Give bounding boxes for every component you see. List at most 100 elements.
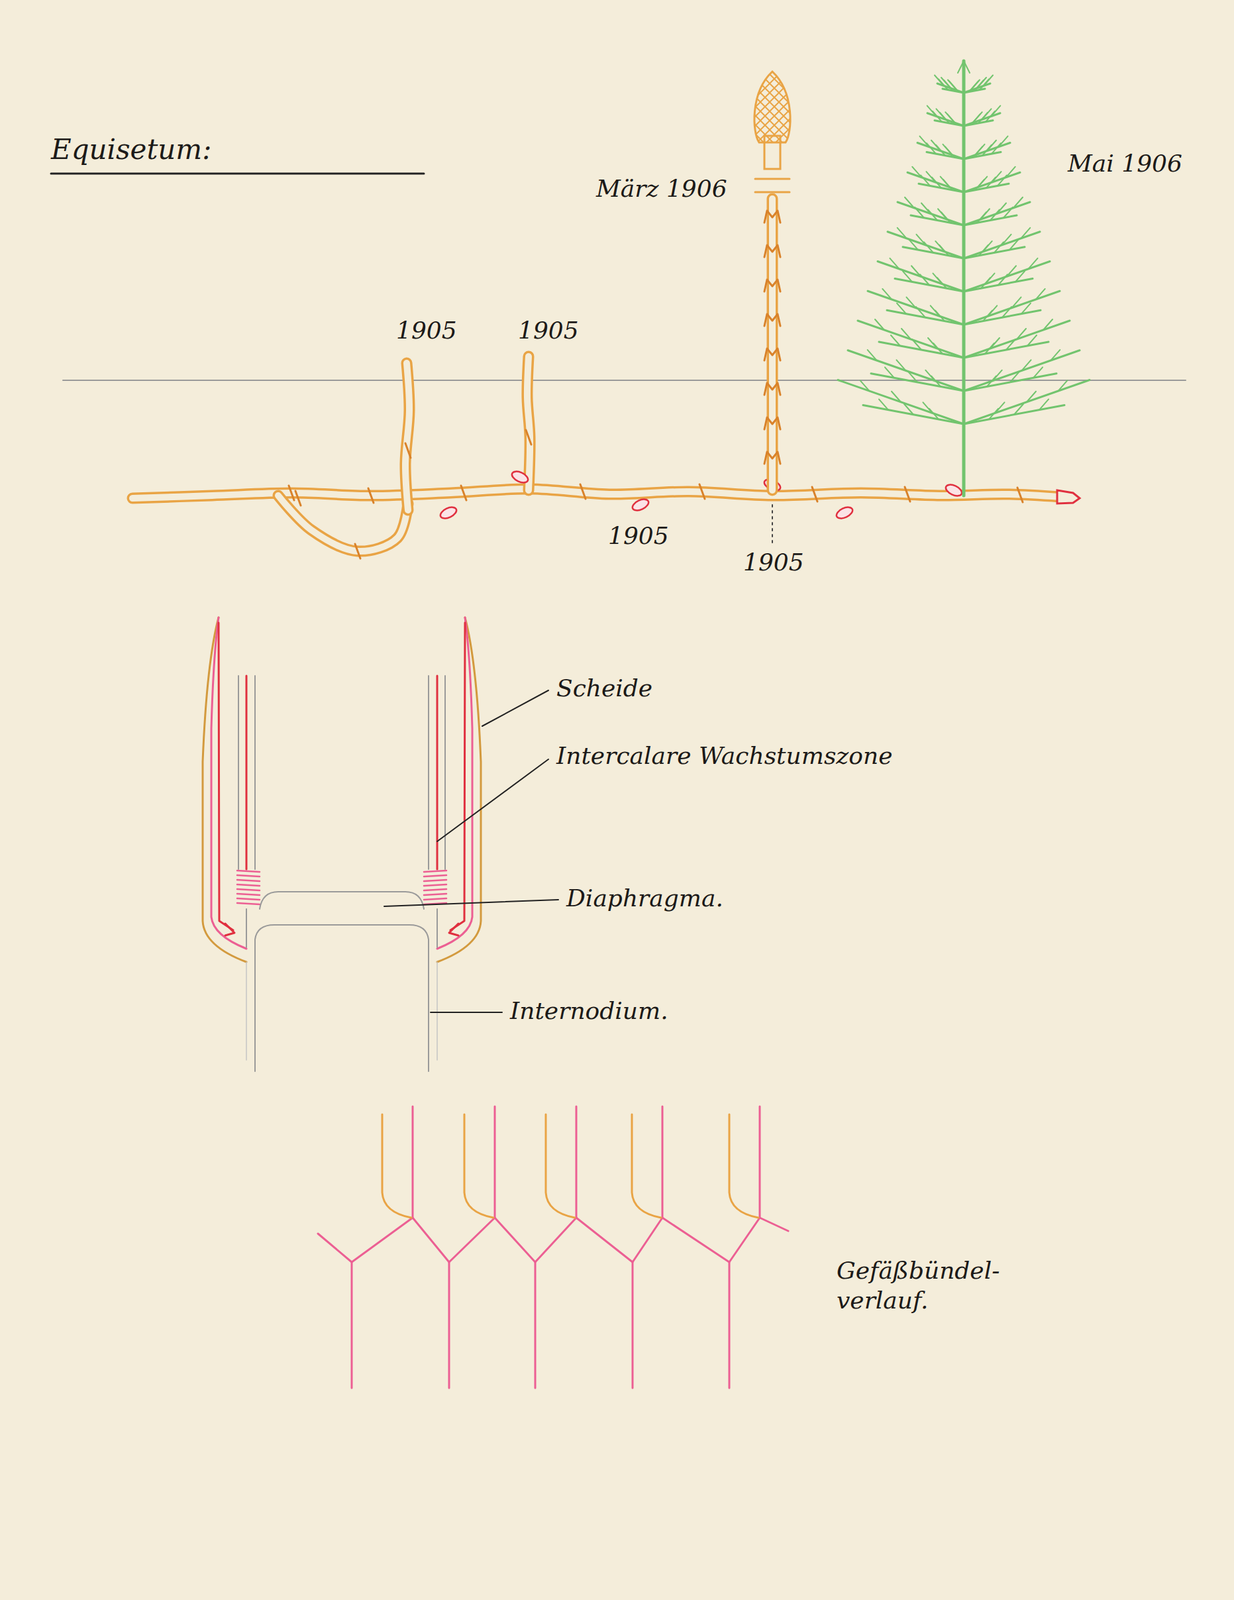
branchlet <box>1002 234 1012 246</box>
branchlet <box>901 328 911 340</box>
bundle-lower-pink <box>631 1261 634 1388</box>
branchlet <box>1022 359 1032 371</box>
rhizome-branch-loop <box>278 495 409 552</box>
branchlet <box>986 177 996 189</box>
branchlet <box>916 306 926 318</box>
branchlet <box>933 343 943 354</box>
sterile-shoot-branch <box>887 231 964 259</box>
branchlet <box>1027 335 1037 346</box>
intercalary-zone-hatch <box>237 888 260 891</box>
branchlet <box>1010 371 1020 383</box>
page-title: Equisetum: <box>51 132 212 168</box>
branchlet <box>943 80 954 91</box>
branchlet <box>914 207 925 218</box>
sterile-shoot-branch <box>963 231 1040 259</box>
leader-line <box>430 1011 503 1013</box>
bundle-upper-orange <box>729 1114 759 1218</box>
fertile-shoot-stem-core <box>769 198 776 491</box>
rhizome-node-mark <box>405 443 411 458</box>
branchlet <box>931 177 942 189</box>
rhizome <box>132 488 1060 499</box>
intercalary-zone-hatch <box>237 898 260 900</box>
branchlet <box>1009 239 1019 250</box>
diaphragm-bottom-internode <box>255 924 342 1072</box>
rhizome-bud <box>943 482 964 499</box>
intercalary-zone-hatch <box>423 884 447 886</box>
fertile-shoot-sheath <box>764 417 781 430</box>
part-label: Intercalare Wachstumszone <box>556 740 893 771</box>
part-label: Diaphragma. <box>566 882 724 913</box>
rhizome-node-mark <box>288 485 295 501</box>
fertile-shoot-sheath <box>764 245 781 258</box>
sterile-shoot-branch <box>963 113 1001 126</box>
branchlet <box>974 80 984 91</box>
rhizome-node-mark <box>295 490 301 506</box>
sterile-shoot-branch <box>847 350 964 391</box>
branchlet <box>945 146 955 157</box>
branchlet <box>943 179 953 191</box>
sterile-shoot-branch <box>907 172 964 193</box>
branchlet <box>935 310 945 322</box>
branchlet <box>997 174 1007 186</box>
sterile-shoot-branch <box>963 172 1021 193</box>
branchlet <box>878 399 889 411</box>
bundle-lower-pink <box>351 1261 354 1388</box>
internode-outer-line <box>436 961 438 1060</box>
stem-wall-line <box>444 675 446 870</box>
branchlet <box>984 343 995 354</box>
branchlet <box>980 277 991 289</box>
branchlet <box>1006 166 1016 178</box>
rhizome-node-mark <box>355 543 361 559</box>
leader-line <box>437 759 549 842</box>
sheath-bundle-line <box>218 622 234 930</box>
intercalary-zone-hatch <box>237 884 260 886</box>
bundle-upper-pink <box>494 1106 497 1218</box>
stem-wall-line <box>254 675 256 870</box>
branchlet <box>912 339 922 350</box>
part-label: Internodium. <box>510 995 669 1026</box>
sheath-outer-edge <box>437 617 481 962</box>
branchlet <box>982 310 993 322</box>
rhizome-node-mark <box>368 488 374 503</box>
rhizome-core <box>132 488 1060 499</box>
branchlet <box>884 366 895 378</box>
branchlet <box>911 265 921 277</box>
shoot-tip <box>963 60 970 73</box>
sterile-shoot-branch <box>877 261 964 293</box>
intercalary-zone-hatch <box>237 874 260 877</box>
branchlet <box>1014 404 1024 415</box>
branchlet <box>890 258 900 269</box>
rhizome-node-mark <box>904 486 911 502</box>
branchlet <box>1012 297 1022 309</box>
sterile-shoot-branch <box>963 143 1011 160</box>
intercalary-zone-hatch <box>423 898 447 900</box>
sterile-shoot-branch <box>963 261 1050 293</box>
branchlet <box>1002 306 1012 318</box>
branchlet <box>931 375 941 387</box>
intercalary-zone-hatch <box>423 893 447 895</box>
branchlet <box>990 209 1000 221</box>
shoot-1905-left <box>405 362 410 511</box>
rhizome-node-mark <box>580 484 586 499</box>
diaphragm-bottom-internode <box>341 924 429 1072</box>
branchlet <box>985 111 995 122</box>
year-label: 1905 <box>743 547 805 577</box>
intercalary-zone-hatch <box>423 888 447 891</box>
branchlet <box>929 408 939 420</box>
rhizome-node-mark <box>812 486 818 502</box>
branchlet <box>976 211 987 223</box>
branchlet <box>896 303 907 314</box>
intercalary-zone-hatch <box>237 870 260 872</box>
fertile-shoot-sheath <box>764 382 781 395</box>
bundle-upper-orange <box>631 1114 662 1218</box>
sterile-shoot-branch <box>963 290 1060 325</box>
branchlet <box>1028 258 1038 269</box>
branchlet <box>920 274 930 285</box>
stem-wall-line <box>427 675 430 870</box>
node-line <box>436 908 438 948</box>
branchlet <box>949 81 959 93</box>
branchlet <box>978 245 989 256</box>
leader-line <box>482 690 549 726</box>
date-label: März 1906 <box>596 173 728 204</box>
